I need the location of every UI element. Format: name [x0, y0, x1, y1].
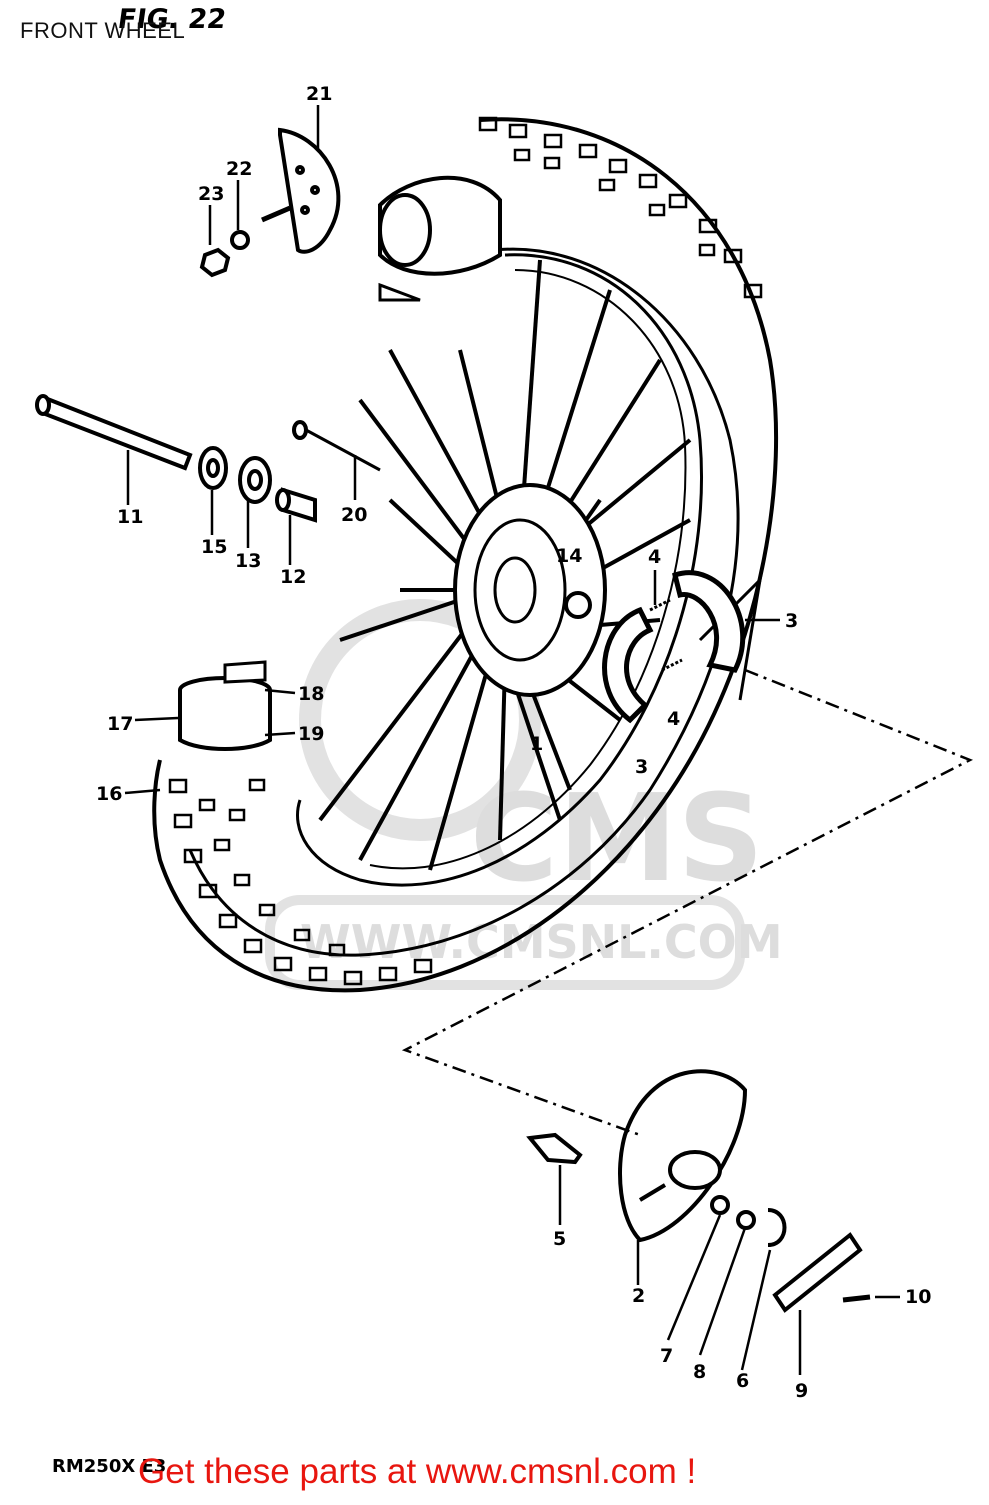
model-code: RM250X E3 — [52, 1456, 167, 1477]
axle — [35, 394, 193, 471]
callout-11: 11 — [117, 506, 143, 528]
cms-watermark: CMS WWW.CMSNL.COM — [265, 599, 783, 990]
callout-6: 6 — [736, 1370, 749, 1392]
axle-components — [198, 420, 381, 523]
callout-8: 8 — [693, 1361, 706, 1383]
callout-16: 16 — [96, 783, 122, 805]
inner-tube-top — [378, 175, 502, 302]
callout-3a: 3 — [785, 610, 798, 632]
callout-22: 22 — [226, 158, 252, 180]
inner-tube-bottom — [178, 660, 272, 751]
callout-10: 10 — [905, 1286, 931, 1308]
callout-3b: 3 — [635, 756, 648, 778]
callout-7: 7 — [660, 1345, 673, 1367]
callout-4a: 4 — [648, 546, 661, 568]
promo-link[interactable]: Get these parts at www.cmsnl.com ! — [138, 1452, 697, 1491]
callout-21: 21 — [306, 83, 332, 105]
callout-17: 17 — [107, 713, 133, 735]
callout-1: 1 — [530, 733, 543, 755]
callout-5: 5 — [553, 1228, 566, 1250]
brake-shoes — [602, 570, 746, 724]
tire-tread — [168, 116, 763, 986]
brake-disc-guard-top — [199, 127, 341, 278]
brake-panel — [526, 1069, 871, 1313]
wheel-rim — [296, 253, 704, 887]
wheel-hub — [453, 483, 607, 697]
callout-20: 20 — [341, 504, 367, 526]
page-title: FRONT WHEEL — [20, 18, 186, 43]
watermark-brand: CMS — [470, 770, 764, 909]
guide-lines — [401, 668, 974, 1137]
callout-19: 19 — [298, 723, 324, 745]
callout-2: 2 — [632, 1285, 645, 1307]
callout-12: 12 — [280, 566, 306, 588]
callout-9: 9 — [795, 1380, 808, 1402]
callout-13: 13 — [235, 550, 261, 572]
callout-18: 18 — [298, 683, 324, 705]
callout-14: 14 — [556, 545, 582, 567]
leader-lines — [124, 105, 900, 1375]
callout-4b: 4 — [667, 708, 680, 730]
callout-15: 15 — [201, 536, 227, 558]
callout-23: 23 — [198, 183, 224, 205]
callout-labels: 1 2 3 3 4 4 5 6 7 8 9 10 11 12 13 14 15 … — [96, 83, 931, 1402]
